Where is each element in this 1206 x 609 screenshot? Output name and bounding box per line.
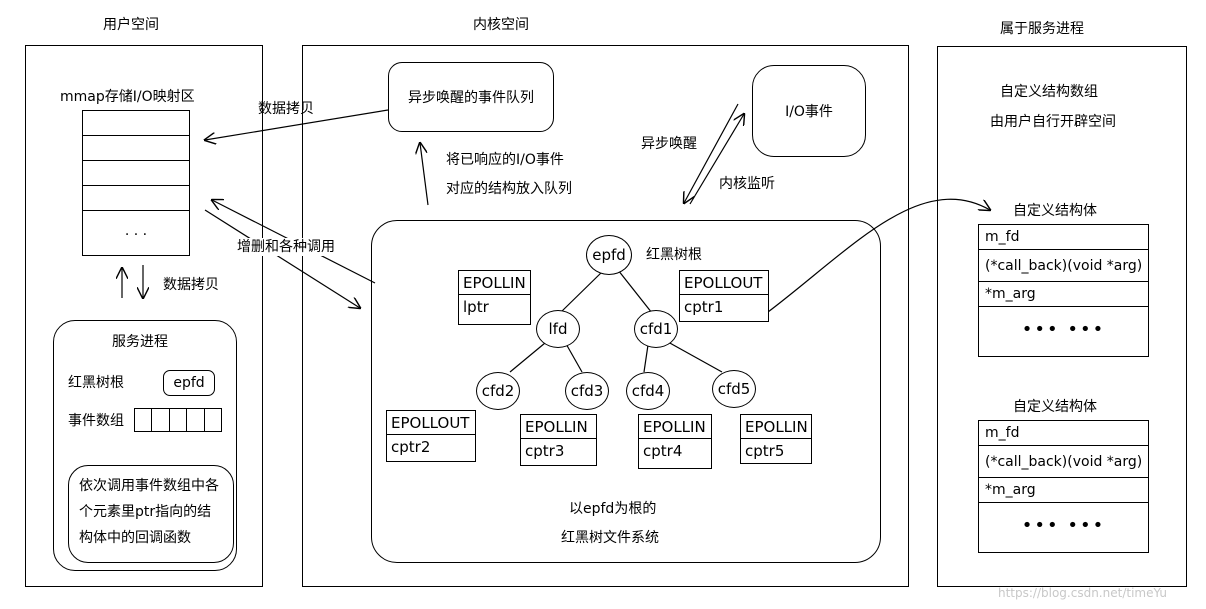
queue-note-line: 对应的结构放入队列 — [446, 181, 572, 197]
event-ptr: lptr — [463, 298, 489, 316]
event-ptr: cptr1 — [684, 298, 724, 316]
tree-node-cfd2: cfd2 — [476, 372, 520, 410]
custom-array-line: 由用户自行开辟空间 — [990, 114, 1116, 130]
mmap-title: mmap存储I/O映射区 — [60, 89, 195, 105]
queue-note-line: 将已响应的I/O事件 — [446, 152, 564, 168]
tree-node-cfd5: cfd5 — [712, 370, 756, 408]
tree-node-cfd1: cfd1 — [634, 310, 678, 348]
event-type: EPOLLIN — [521, 415, 596, 439]
callback-line: 个元素里ptr指向的结 — [79, 504, 212, 520]
custom-array-line: 自定义结构数组 — [1000, 84, 1098, 100]
async-event-queue: 异步唤醒的事件队列 — [388, 62, 554, 132]
rb-tree-filesystem — [371, 220, 881, 563]
event-ptr: cptr3 — [525, 442, 565, 460]
struct-field: *m_arg — [979, 478, 1148, 503]
event-ptr: cptr2 — [391, 438, 431, 456]
epfd-badge: epfd — [163, 370, 215, 396]
async-wake-label: 异步唤醒 — [641, 136, 697, 152]
event-ptr: cptr4 — [643, 442, 683, 460]
event-box-cptr4: EPOLLIN cptr4 — [638, 414, 712, 469]
event-type: EPOLLOUT — [680, 271, 768, 295]
event-array-cell — [152, 409, 170, 431]
event-array-cell — [170, 409, 188, 431]
event-array-label: 事件数组 — [68, 413, 124, 429]
callback-line: 构体中的回调函数 — [79, 530, 191, 546]
event-ptr: cptr5 — [745, 442, 785, 460]
fs-caption-line: 红黑树文件系统 — [561, 530, 659, 546]
arrow-queue-to-mmap — [205, 109, 389, 140]
mmap-slot — [83, 186, 189, 211]
event-array-cell — [187, 409, 205, 431]
io-event-box: I/O事件 — [752, 65, 866, 157]
service-side-title: 属于服务进程 — [1000, 21, 1084, 37]
custom-struct-1: m_fd (*call_back)(void *arg) *m_arg ••• … — [978, 224, 1149, 357]
event-box-cptr1: EPOLLOUT cptr1 — [679, 270, 769, 322]
tree-root-label: 红黑树根 — [646, 247, 702, 263]
arrow-async-wake — [684, 103, 739, 203]
event-array-cell — [135, 409, 153, 431]
mmap-region: . . . — [82, 110, 190, 256]
tree-node-cfd3: cfd3 — [565, 372, 609, 410]
event-type: EPOLLIN — [459, 271, 530, 295]
mmap-ellipsis: . . . — [124, 223, 148, 239]
event-box-cptr3: EPOLLIN cptr3 — [520, 414, 597, 466]
watermark: https://blog.csdn.net/timeYu — [998, 586, 1168, 600]
struct-title: 自定义结构体 — [1013, 203, 1097, 219]
struct-field: (*call_back)(void *arg) — [979, 446, 1148, 478]
fs-caption-line: 以epfd为根的 — [569, 501, 657, 517]
user-space-frame — [25, 45, 263, 587]
mmap-slot — [83, 161, 189, 186]
custom-struct-2: m_fd (*call_back)(void *arg) *m_arg ••• … — [978, 420, 1149, 553]
callback-note-box: 依次调用事件数组中各 个元素里ptr指向的结 构体中的回调函数 — [68, 465, 234, 563]
event-type: EPOLLIN — [639, 415, 711, 439]
user-space-title: 用户空间 — [103, 17, 159, 33]
arrow-kernel-listen — [689, 114, 744, 205]
struct-field: m_fd — [979, 225, 1148, 250]
event-array-cell — [205, 409, 221, 431]
rb-root-label: 红黑树根 — [68, 375, 124, 391]
event-array — [134, 408, 222, 432]
tree-node-lfd: lfd — [536, 310, 580, 348]
copy-label-bottom: 数据拷贝 — [163, 277, 219, 293]
struct-title: 自定义结构体 — [1013, 399, 1097, 415]
event-type: EPOLLOUT — [387, 411, 475, 435]
event-type: EPOLLIN — [741, 415, 811, 439]
event-box-lptr: EPOLLIN lptr — [458, 270, 531, 325]
struct-more: ••• ••• — [1021, 515, 1106, 536]
arrow-user-to-kernel — [204, 209, 360, 308]
event-box-cptr2: EPOLLOUT cptr2 — [386, 410, 476, 462]
arrow-cptr1-to-struct — [767, 198, 990, 313]
struct-more: ••• ••• — [1021, 319, 1106, 340]
mmap-slot — [83, 136, 189, 161]
kernel-listen-label: 内核监听 — [719, 176, 775, 192]
copy-label-top: 数据拷贝 — [258, 101, 314, 117]
add-call-label: 增删和各种调用 — [237, 238, 335, 256]
callback-line: 依次调用事件数组中各 — [79, 478, 219, 494]
arrow-tree-to-queue — [420, 143, 429, 206]
struct-field: m_fd — [979, 421, 1148, 446]
service-side-frame — [937, 46, 1187, 587]
event-box-cptr5: EPOLLIN cptr5 — [740, 414, 812, 464]
service-process-title: 服务进程 — [112, 334, 168, 350]
tree-node-cfd4: cfd4 — [626, 372, 670, 410]
kernel-space-frame — [302, 45, 909, 587]
tree-root-node: epfd — [586, 235, 632, 275]
kernel-space-title: 内核空间 — [473, 17, 529, 33]
struct-field: *m_arg — [979, 282, 1148, 307]
mmap-slot — [83, 111, 189, 136]
struct-field: (*call_back)(void *arg) — [979, 250, 1148, 282]
